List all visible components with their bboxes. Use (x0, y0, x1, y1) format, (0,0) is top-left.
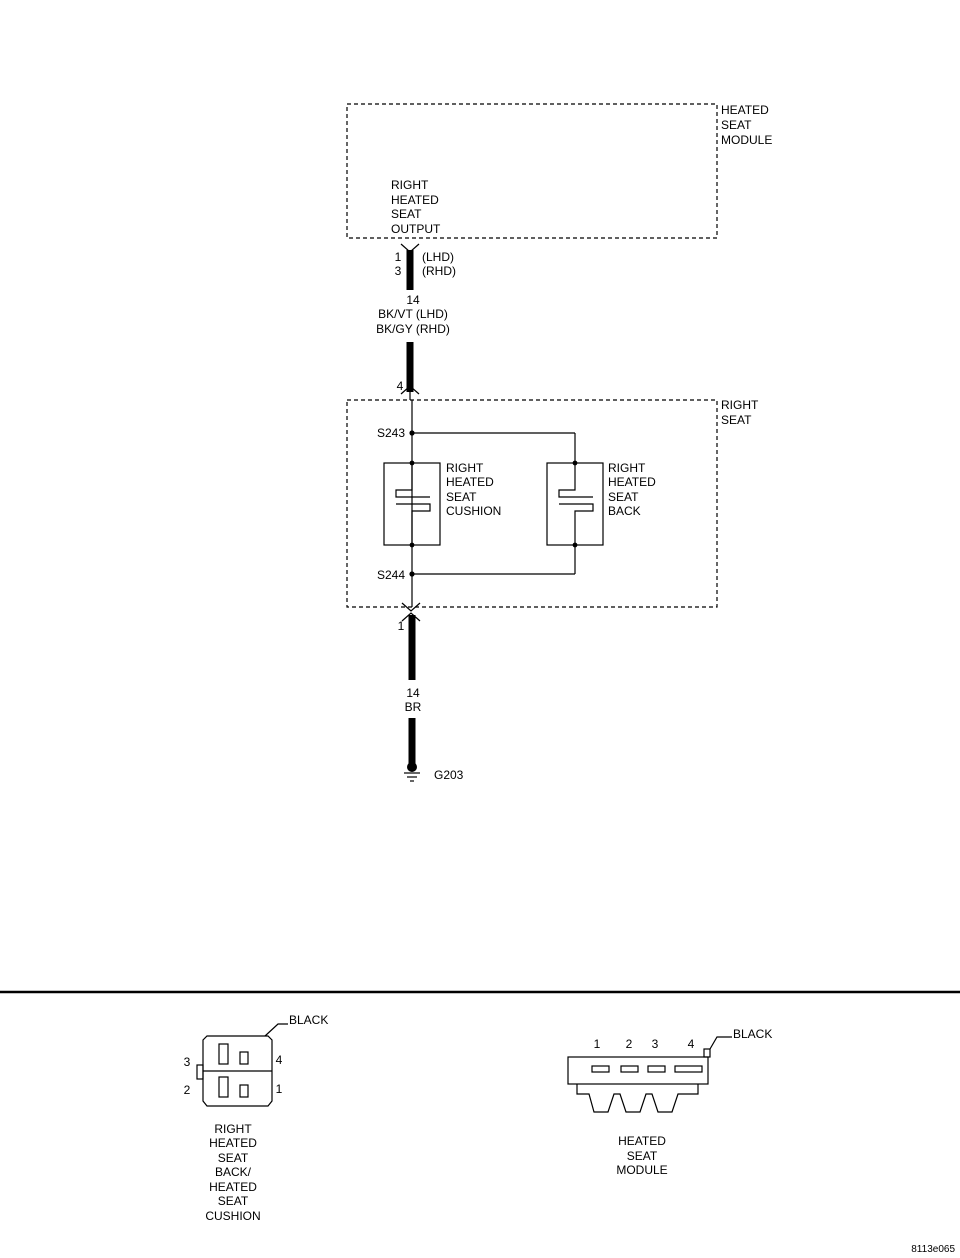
leader-line (709, 1036, 732, 1050)
caption-line: SEAT (627, 1149, 658, 1163)
heated-seat-module-label: HEATED SEAT MODULE (721, 103, 772, 147)
caption-line: CUSHION (205, 1209, 260, 1223)
caption-line: RIGHT (214, 1122, 252, 1136)
connector-pin-label: 3 (184, 1055, 191, 1069)
pin-number: 4 (397, 379, 404, 393)
back-label-line: HEATED (608, 475, 656, 489)
splice-label: S244 (377, 568, 405, 582)
cushion-label-line: CUSHION (446, 504, 501, 518)
connector-pin-label: 3 (652, 1037, 659, 1051)
module-label-line: HEATED (721, 103, 769, 117)
module-connector-face (567, 1036, 732, 1113)
connector-housing (202, 1035, 273, 1107)
figure-id: 8113e065 (911, 1244, 955, 1255)
heater-symbol (395, 463, 431, 545)
ground-eyelet (407, 762, 417, 772)
connector-pin-label: 2 (626, 1037, 633, 1051)
pin-number: 1 (395, 250, 402, 264)
connector-key (703, 1048, 711, 1058)
seat-out-chevron (401, 602, 421, 612)
splice-dot (409, 430, 415, 436)
caption-line: SEAT (218, 1151, 249, 1165)
output-label-line: SEAT (391, 207, 422, 221)
connector-housing (567, 1056, 709, 1085)
cushion-label-line: SEAT (446, 490, 477, 504)
back-label-line: RIGHT (608, 461, 646, 475)
seat-out-chevron (401, 612, 421, 622)
output-label-line: OUTPUT (391, 222, 441, 236)
caption-line: HEATED (209, 1136, 257, 1150)
module-label-line: MODULE (721, 133, 772, 147)
terminal-slot (620, 1065, 639, 1073)
pin-number: 1 (398, 619, 405, 633)
pin-number: 3 (395, 264, 402, 278)
seat-label-line: SEAT (721, 413, 752, 427)
caption-line: SEAT (218, 1194, 249, 1208)
cushion-label-line: RIGHT (446, 461, 484, 475)
terminal-cavity (218, 1076, 229, 1098)
ground-symbol (404, 762, 420, 782)
splice-label: S243 (377, 426, 405, 440)
splice-dot (409, 571, 415, 577)
seat-label-line: RIGHT (721, 398, 759, 412)
connector-pin-label: 4 (688, 1037, 695, 1051)
connector-left-caption: RIGHT HEATED SEAT BACK/ HEATED SEAT CUSH… (205, 1122, 260, 1223)
cushion-heating-element (383, 460, 441, 548)
back-heating-element (546, 460, 604, 548)
pin-note: (LHD) (422, 250, 454, 264)
back-label-line: SEAT (608, 490, 639, 504)
connector-ribs (576, 1084, 699, 1113)
wire-color: BK/GY (RHD) (376, 322, 450, 336)
connector-color-label: BLACK (733, 1027, 772, 1041)
heated-seat-module-box (346, 103, 718, 239)
caption-line: BACK/ (215, 1165, 252, 1179)
back-label-line: BACK (608, 504, 641, 518)
terminal-slot (647, 1065, 666, 1073)
module-label-line: SEAT (721, 118, 752, 132)
cushion-label-line: HEATED (446, 475, 494, 489)
wire-gauge: 14 (406, 686, 420, 700)
back-element-label: RIGHT HEATED SEAT BACK (608, 461, 656, 518)
wire-gauge: 14 (406, 293, 420, 307)
connector-pin-label: 2 (184, 1083, 191, 1097)
connector-color-label: BLACK (289, 1013, 328, 1027)
right-seat-box (346, 399, 718, 608)
ground-label: G203 (434, 768, 464, 782)
connector-pin-label: 1 (594, 1037, 601, 1051)
caption-line: MODULE (616, 1163, 667, 1177)
terminal-cavity (218, 1043, 229, 1065)
terminal-slot (674, 1065, 703, 1073)
terminal-cavity (239, 1084, 249, 1098)
right-seat-label: RIGHT SEAT (721, 398, 759, 427)
output-label-line: RIGHT (391, 178, 429, 192)
wire-color: BR (405, 700, 422, 714)
output-label-line: HEATED (391, 193, 439, 207)
leader-line (264, 1023, 288, 1037)
connector-pin-label: 1 (276, 1082, 283, 1096)
heater-symbol (558, 463, 594, 545)
caption-line: HEATED (618, 1134, 666, 1148)
seat-connector-face (196, 1023, 288, 1107)
terminal-cavity (239, 1051, 249, 1065)
connector-pin-label: 4 (276, 1053, 283, 1067)
pin-note: (RHD) (422, 264, 456, 278)
caption-line: HEATED (209, 1180, 257, 1194)
wire-color: BK/VT (LHD) (378, 307, 448, 321)
terminal-slot (591, 1065, 610, 1073)
connector-right-caption: HEATED SEAT MODULE (616, 1134, 667, 1177)
right-heated-seat-output-label: RIGHT HEATED SEAT OUTPUT (391, 178, 441, 236)
cushion-element-label: RIGHT HEATED SEAT CUSHION (446, 461, 501, 518)
connector-latch (196, 1064, 204, 1080)
